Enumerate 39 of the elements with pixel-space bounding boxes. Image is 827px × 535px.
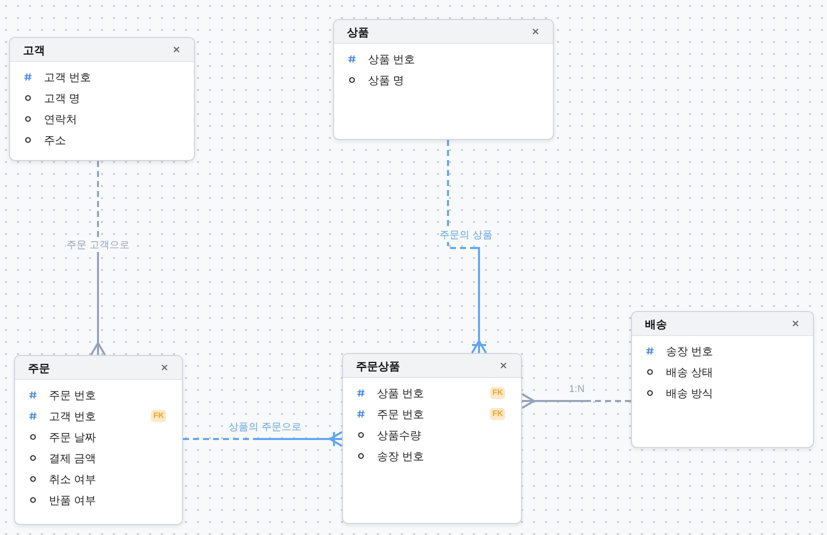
attribute-name: 상품 번호 xyxy=(377,387,424,401)
attribute-name: 상품 명 xyxy=(368,74,404,88)
entity-title: 상품 xyxy=(347,26,369,40)
relationship-line xyxy=(90,161,106,356)
entity-box xyxy=(333,19,554,140)
edge-label: 주문의 상품 xyxy=(438,230,494,242)
attribute-name: 고객 명 xyxy=(44,92,80,106)
entity-box xyxy=(9,37,195,161)
attribute-name: 고객 번호 xyxy=(44,71,92,85)
entity-box xyxy=(631,311,814,448)
entity-box xyxy=(342,353,522,524)
attribute-name: 배송 상태 xyxy=(666,366,714,380)
entity-title: 주문 xyxy=(28,362,50,376)
edge-label: 주문 고객으로 xyxy=(66,240,130,252)
attribute-name: 상품 번호 xyxy=(368,53,416,67)
relationship-line xyxy=(521,393,631,409)
attribute-name: 송장 번호 xyxy=(377,450,424,464)
fk-badge: FK xyxy=(490,387,505,399)
entity-title: 배송 xyxy=(645,318,667,332)
attribute-name: 주문 날짜 xyxy=(49,431,96,445)
fk-badge: FK xyxy=(151,410,166,422)
attribute-name: 취소 여부 xyxy=(49,473,96,487)
attribute-name: 송장 번호 xyxy=(666,345,714,359)
attribute-name: 연락처 xyxy=(44,113,77,127)
attribute-name: 주소 xyxy=(44,134,66,148)
attribute-name: 반품 여부 xyxy=(49,494,96,508)
entity-title: 고객 xyxy=(23,44,45,58)
attribute-name: 배송 방식 xyxy=(666,387,714,401)
attribute-name: 주문 번호 xyxy=(49,389,96,403)
attribute-name: 고객 번호 xyxy=(49,410,96,424)
relationship-line xyxy=(447,140,487,354)
attribute-name: 주문 번호 xyxy=(377,408,424,422)
relationship-line xyxy=(183,431,343,447)
attribute-name: 결제 금액 xyxy=(49,452,96,466)
attribute-name: 상품수량 xyxy=(377,429,421,443)
entity-box xyxy=(14,355,183,525)
entity-title: 주문상품 xyxy=(356,360,400,374)
edge-label: 상품의 주문으로 xyxy=(228,422,302,434)
fk-badge: FK xyxy=(490,408,505,420)
